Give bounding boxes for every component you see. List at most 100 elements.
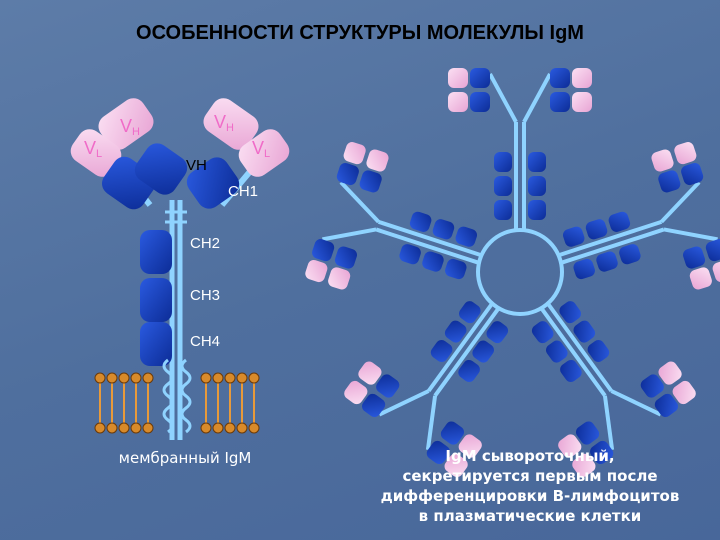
constant-domain [472,340,494,363]
pentamer-monomer [448,68,592,230]
fab-arm [488,73,518,123]
fab-arm [610,389,662,417]
label-vh-inner: VH [186,157,207,174]
label-ch4: CH4 [190,333,220,350]
monomer-stem [539,307,607,397]
slide-title: ОСОБЕННОСТИ СТРУКТУРЫ МОЛЕКУЛЫ IgM [136,22,584,44]
fab-constant-domain [359,170,382,193]
pentamer-monomer [305,142,482,290]
constant-domain [399,244,421,265]
lipid-heads [94,372,260,434]
fab-variable-domain [470,68,490,88]
fab-arm [339,180,381,224]
lipid-bilayer [99,380,255,425]
fab-constant-domain [575,421,600,445]
vl-right-domain [238,129,290,177]
fab-arm [322,227,377,242]
transmembrane-coil-right [180,358,192,434]
ch2-domain-left [140,230,172,274]
fab-constant-domain [334,246,358,269]
pentamer-monomer [558,142,720,290]
fab-variable-domain [705,239,720,262]
light-chain-variable-domain [444,453,468,477]
constant-domain [546,340,568,363]
fab-variable-domain [426,440,450,465]
constant-domain [432,219,455,240]
constant-domain [528,152,546,172]
constant-domain [587,340,610,362]
membrane-igm: VH VH VL VL VH CH1 CH2 CH3 CH4 [70,98,290,440]
fab-variable-domain [362,393,386,418]
label-vl-left: VL [84,138,102,160]
label-ch2: CH2 [190,235,220,252]
caption-serum-line-2: секретируется первым после [402,467,658,485]
constant-domain [444,320,467,343]
fab-constant-domain [470,92,490,112]
label-ch1: CH1 [228,183,258,200]
monomer-stem [560,227,665,265]
pentamer-monomer [344,301,509,477]
light-chain-variable-domain [344,380,368,405]
ch4-domain-left [140,322,172,366]
caption-serum-line-3: дифференцировки В-лимфоцитов [380,487,680,505]
vh-left-domain [98,98,154,150]
fab-constant-domain [658,170,681,193]
fab-variable-domain [336,162,359,186]
constant-domain [430,340,453,362]
constant-domain [559,301,581,324]
monomer-stem [558,219,663,258]
light-chain-domain [358,361,382,385]
monomer-stem [375,227,480,265]
light-chain-domain [689,267,712,290]
pentamer-monomer [531,301,696,477]
vl-left-domain [70,129,122,177]
constant-domain [494,152,512,172]
light-chain-variable-domain [572,68,592,88]
light-chain-variable-domain [343,142,366,165]
fab-constant-domain [640,374,664,398]
monomer-stem [377,219,482,258]
light-chain-variable-domain [305,259,328,283]
fab-constant-domain [376,374,400,398]
constant-domain [455,226,478,247]
constant-domain [409,211,432,232]
pentamer-igm [305,68,720,477]
fab-variable-domain [312,239,335,262]
ch1-left-domain [134,143,188,195]
transmembrane-coil-left [162,358,174,434]
fab-arm [522,73,552,123]
ch1-right-domain [186,157,240,209]
constant-domain [459,301,481,324]
constant-domain [528,176,546,196]
fab-variable-domain [681,162,704,186]
constant-domain [531,321,554,344]
constant-domain [494,176,512,196]
constant-domain [445,258,467,280]
light-chain-domain [651,149,674,172]
light-chain-variable-domain [672,380,696,405]
light-chain-variable-domain [674,142,697,165]
light-chain-domain [658,361,682,385]
caption-serum-line-4: в плазматические клетки [418,507,642,525]
light-chain-domain [448,92,468,112]
fab-arm [602,395,615,451]
constant-domain [560,359,582,382]
monomer-stem [546,302,614,393]
constant-domain [486,321,509,344]
constant-domain [573,320,596,343]
fab-arm [425,395,438,451]
light-chain-variable-domain [712,259,720,283]
label-vl-right: VL [252,138,270,160]
label-vh-left: VH [120,116,140,138]
label-ch3: CH3 [190,287,220,304]
fab-arm [659,180,701,224]
constant-domain [573,258,595,280]
light-chain-domain [572,92,592,112]
light-chain-variable-domain [572,453,596,477]
light-chain-domain [328,267,351,290]
constant-domain [422,251,444,272]
light-chain-variable-domain [448,68,468,88]
monomer-stem [433,307,501,397]
constant-domain [458,359,480,382]
